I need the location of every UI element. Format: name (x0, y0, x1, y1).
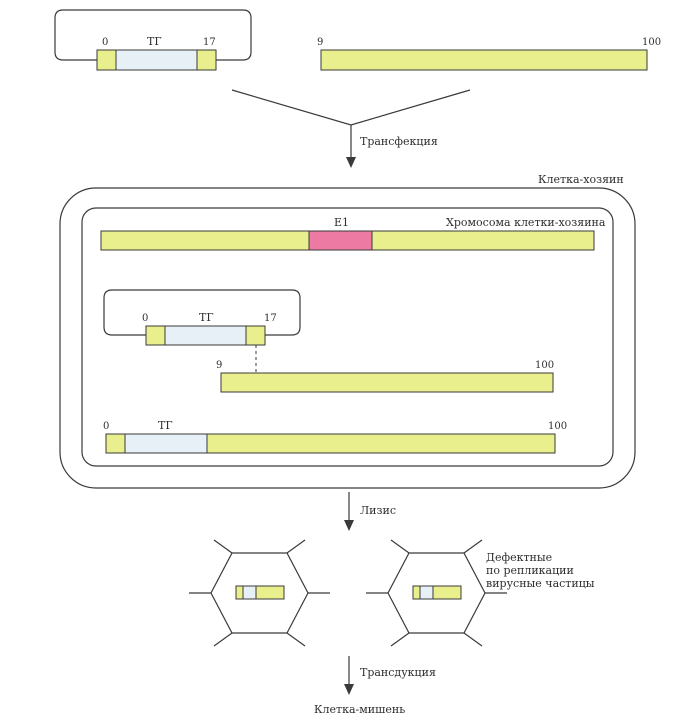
inner-fragment-label-100: 100 (535, 360, 554, 371)
defective-caption-line-2: по репликации (486, 564, 574, 577)
transduction-label: Трансдукция (360, 666, 436, 679)
inner-plasmid-label-0: 0 (142, 313, 148, 324)
chromosome-e1-region (308, 230, 373, 251)
chromosome-right-part (371, 230, 595, 251)
viral-particle-left (189, 539, 330, 647)
recombinant-label-100: 100 (548, 421, 567, 432)
plasmid-label-tg: ТГ (147, 35, 162, 48)
host-cell-label: Клетка-хозяин (538, 173, 624, 186)
target-cell-label: Клетка-мишень (314, 703, 405, 716)
defective-particles-caption: Дефектные по репликации вирусные частицы (486, 551, 595, 590)
inner-plasmid-label-17: 17 (264, 313, 277, 324)
particle-left-genome-body (255, 585, 285, 600)
defective-caption-line-1: Дефектные (486, 551, 552, 564)
inner-plasmid-right-segment (245, 325, 266, 346)
lysis-arrow-head (344, 520, 354, 531)
transfection-arrow-head (346, 157, 356, 168)
fiber-left-4 (286, 632, 306, 647)
fiber-right-4 (463, 632, 483, 647)
inner-fragment-label-9: 9 (216, 360, 222, 371)
viral-fragment-bar (320, 49, 648, 71)
plasmid-label-17: 17 (203, 37, 216, 48)
recombinant-transgene (124, 433, 208, 454)
viral-fragment-label-100: 100 (642, 37, 661, 48)
recombinant-label-0: 0 (103, 421, 109, 432)
plasmid-right-segment (196, 49, 217, 71)
fiber-right-1 (390, 539, 410, 554)
plasmid-transgene (115, 49, 198, 71)
viral-particle-right (366, 539, 507, 647)
recombinant-left-segment (105, 433, 126, 454)
particle-left-genome-transgene (242, 585, 257, 600)
inner-plasmid-backbone-loop (103, 289, 301, 336)
plasmid-label-0: 0 (102, 37, 108, 48)
defective-caption-line-3: вирусные частицы (486, 577, 595, 590)
shuttle-plasmid: 0 ТГ 17 (54, 9, 252, 71)
inner-plasmid-left-segment (145, 325, 166, 346)
transfection-step: Трансфекция (231, 89, 471, 168)
chromosome-left-part (100, 230, 310, 251)
host-cell-nucleus (81, 207, 614, 467)
inner-viral-fragment-bar (220, 372, 554, 393)
transduction-arrow-head (344, 684, 354, 695)
merge-lines (231, 89, 471, 126)
lysis-step: Лизис (344, 492, 396, 531)
fiber-right-2 (463, 539, 483, 554)
plasmid-left-segment (96, 49, 117, 71)
fiber-left-1 (213, 539, 233, 554)
viral-fragment-top: 9 100 (317, 37, 661, 71)
recombinant-label-tg: ТГ (158, 419, 173, 432)
particle-right-genome-end (412, 585, 421, 600)
transduction-step: Трансдукция Клетка-мишень (314, 656, 436, 716)
particle-right-genome-transgene (419, 585, 434, 600)
inner-plasmid-label-tg: ТГ (199, 311, 214, 324)
fiber-left-2 (286, 539, 306, 554)
viral-fragment-label-9: 9 (317, 37, 323, 48)
particle-left-genome-end (235, 585, 244, 600)
e1-label: E1 (334, 216, 349, 229)
host-chromosome-label: Хромосома клетки-хозяина (446, 216, 606, 229)
fiber-left-5 (213, 632, 233, 647)
plasmid-backbone-loop (54, 9, 252, 61)
lysis-label: Лизис (360, 504, 396, 517)
host-cell: Клетка-хозяин E1 Хромосома клетки-хозяин… (59, 173, 636, 489)
fiber-right-5 (390, 632, 410, 647)
particle-right-genome-body (432, 585, 462, 600)
host-cell-outer-membrane (59, 187, 636, 489)
transfection-label: Трансфекция (360, 135, 438, 148)
recombinant-viral-body (206, 433, 556, 454)
inner-plasmid-transgene (164, 325, 247, 346)
